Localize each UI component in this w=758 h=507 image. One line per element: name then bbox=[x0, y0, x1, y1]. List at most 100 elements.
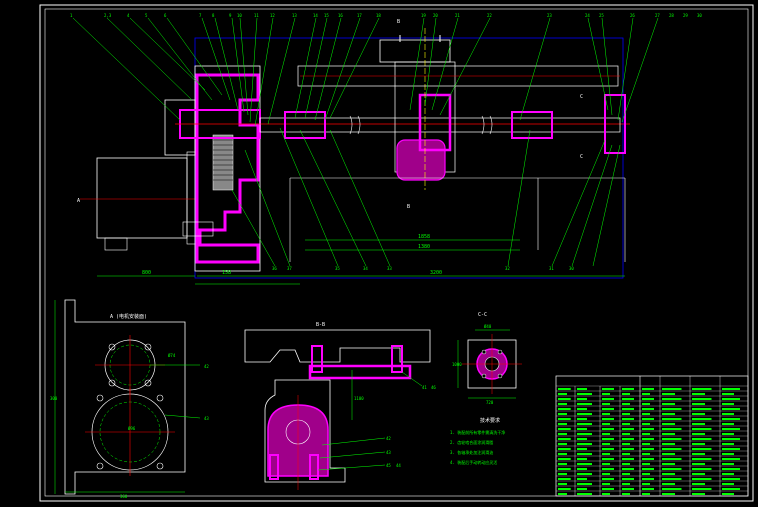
table-cell-mark bbox=[577, 433, 592, 435]
table-cell-mark bbox=[642, 463, 650, 465]
table-cell-mark bbox=[662, 453, 675, 455]
table-cell-mark bbox=[577, 488, 587, 490]
table-cell-mark bbox=[602, 418, 614, 420]
table-cell-mark bbox=[662, 463, 675, 465]
table-cell-mark bbox=[577, 403, 592, 405]
table-cell-mark bbox=[558, 453, 567, 455]
table-cell-mark bbox=[722, 493, 734, 495]
view-cc-dim-1000: 1000 bbox=[452, 362, 462, 367]
table-cell-mark bbox=[722, 433, 734, 435]
table-cell-mark bbox=[692, 413, 705, 415]
leader-lines-top bbox=[72, 17, 659, 127]
table-cell-mark bbox=[558, 433, 567, 435]
table-cell-mark bbox=[692, 418, 712, 420]
dim-158: 158 bbox=[222, 270, 231, 276]
table-cell-mark bbox=[602, 458, 614, 460]
balloon-bottom-34: 34 bbox=[363, 266, 368, 271]
table-cell-mark bbox=[642, 478, 654, 480]
dim-1380: 1380 bbox=[418, 244, 430, 250]
table-cell-mark bbox=[662, 393, 675, 395]
table-cell-mark bbox=[577, 418, 587, 420]
dim-3200: 3200 bbox=[430, 270, 442, 276]
view-bb-label-42: 42 bbox=[386, 436, 391, 441]
table-cell-mark bbox=[622, 428, 634, 430]
table-cell-mark bbox=[662, 458, 682, 460]
section-mark-b-top: B bbox=[397, 19, 400, 25]
tech-req-title: 技术要求 bbox=[480, 417, 500, 424]
table-cell-mark bbox=[662, 478, 682, 480]
table-cell-mark bbox=[692, 428, 712, 430]
table-cell-mark bbox=[602, 468, 614, 470]
technical-requirements: 技术要求 1. 装配前所有零件需清洗干净 2. 齿轮啮合面涂润滑脂 3. 各轴承… bbox=[450, 417, 505, 465]
balloon-13: 13 bbox=[292, 13, 297, 18]
balloon-1: 1 bbox=[70, 13, 73, 18]
table-cell-mark bbox=[602, 473, 610, 475]
main-shaft bbox=[259, 117, 621, 133]
motor-coupling bbox=[182, 221, 214, 237]
table-cell-mark bbox=[692, 403, 705, 405]
table-cell-mark bbox=[692, 438, 712, 440]
table-cell-mark bbox=[722, 388, 740, 390]
table-cell-mark bbox=[722, 448, 740, 450]
table-cell-mark bbox=[558, 473, 567, 475]
table-cell-mark bbox=[577, 483, 592, 485]
view-cc-title: C-C bbox=[478, 312, 487, 318]
view-cc-dim-720: 720 bbox=[486, 400, 494, 405]
view-a-label-42: 42 bbox=[204, 364, 209, 369]
balloon-bottom-33: 33 bbox=[387, 266, 392, 271]
view-a-dim-360: 360 bbox=[120, 494, 128, 499]
table-cell-mark bbox=[662, 448, 682, 450]
table-cell-mark bbox=[692, 408, 712, 410]
table-cell-mark bbox=[662, 443, 675, 445]
table-cell-mark bbox=[692, 443, 705, 445]
tech-req-line-2: 2. 齿轮啮合面涂润滑脂 bbox=[450, 439, 493, 445]
table-cell-mark bbox=[642, 448, 654, 450]
table-cell-mark bbox=[577, 428, 587, 430]
table-cell-mark bbox=[722, 458, 740, 460]
table-cell-mark bbox=[622, 418, 634, 420]
balloon-25: 25 bbox=[599, 13, 604, 18]
view-bb: B-B 1100 42 43 45 44 41 46 bbox=[244, 322, 436, 490]
balloon-bottom-36: 36 bbox=[272, 266, 277, 271]
table-cell-mark bbox=[558, 488, 571, 490]
table-cell-mark bbox=[602, 433, 610, 435]
view-bb-title: B-B bbox=[316, 322, 325, 328]
table-cell-mark bbox=[558, 428, 571, 430]
balloon-29: 29 bbox=[683, 13, 688, 18]
balloon-7: 7 bbox=[199, 13, 202, 18]
table-cell-mark bbox=[602, 478, 614, 480]
table-cell-mark bbox=[602, 393, 610, 395]
bearing-support-left bbox=[284, 111, 326, 139]
gearbox-section bbox=[195, 73, 260, 264]
balloon-12: 12 bbox=[270, 13, 275, 18]
table-cell-mark bbox=[722, 418, 740, 420]
table-cell-mark bbox=[662, 473, 675, 475]
table-cell-mark bbox=[642, 458, 654, 460]
table-cell-mark bbox=[602, 453, 610, 455]
table-cell-mark bbox=[722, 393, 734, 395]
table-cell-mark bbox=[692, 478, 712, 480]
table-cell-mark bbox=[722, 453, 734, 455]
balloon-5: 5 bbox=[145, 13, 148, 18]
table-cell-mark bbox=[577, 448, 587, 450]
balloon-23: 23 bbox=[547, 13, 552, 18]
balloon-30: 30 bbox=[697, 13, 702, 18]
table-cell-mark bbox=[622, 413, 630, 415]
table-cell-mark bbox=[722, 463, 734, 465]
balloon-22: 22 bbox=[487, 13, 492, 18]
table-cell-mark bbox=[622, 438, 634, 440]
table-cell-mark bbox=[577, 453, 592, 455]
table-cell-mark bbox=[642, 438, 654, 440]
main-assembly-view: 800 158 1858 3200 1380 bbox=[72, 17, 659, 285]
view-a-label-43: 43 bbox=[204, 416, 209, 421]
inner-frame bbox=[44, 8, 749, 497]
table-cell-mark bbox=[692, 448, 712, 450]
table-cell-mark bbox=[602, 493, 610, 495]
motor-body bbox=[96, 157, 188, 239]
table-cell-mark bbox=[722, 403, 734, 405]
table-cell-mark bbox=[642, 423, 650, 425]
view-bb-label-41: 41 bbox=[422, 385, 427, 390]
section-mark-c-bottom: C bbox=[580, 154, 583, 160]
table-cell-mark bbox=[662, 493, 675, 495]
